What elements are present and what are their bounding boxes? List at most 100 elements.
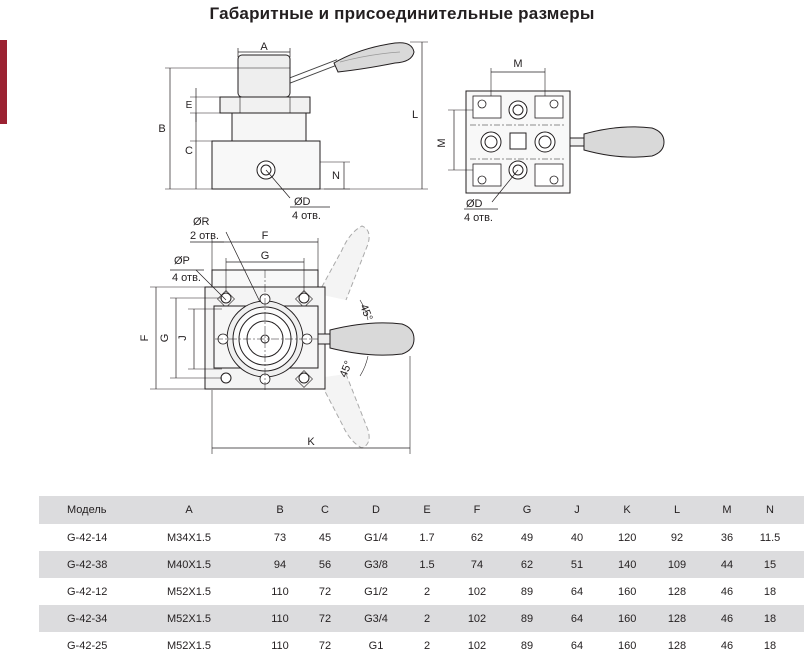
cell: 62 (520, 558, 534, 571)
cell: 1.5 (419, 558, 435, 571)
header-cell: Модель (67, 504, 107, 516)
header-cell: B (276, 504, 284, 516)
cell: G1/2 (364, 585, 388, 598)
cell: 62 (470, 531, 484, 544)
header-cell: K (623, 504, 631, 516)
header-cell: C (321, 504, 329, 516)
cell: 46 (720, 585, 734, 598)
cell: 73 (273, 531, 287, 544)
label-A: A (260, 41, 268, 53)
cell: 89 (520, 639, 534, 652)
cell: M34X1.5 (166, 531, 212, 544)
header-cell: F (473, 504, 481, 516)
label-angle-bottom: 45° (338, 359, 355, 379)
label-diam-R: ØR (193, 216, 210, 228)
dimensions-table: Модель A B C D E F G J K L M N G-42-14 M… (39, 496, 804, 659)
table-row: G-42-38 M40X1.5 94 56 G3/8 1.5 74 62 51 … (39, 551, 804, 578)
cell: G3/8 (364, 558, 388, 571)
label-M-side: M (436, 138, 448, 147)
cell: 64 (570, 639, 584, 652)
cell: 51 (570, 558, 584, 571)
cell: 110 (271, 585, 289, 598)
cell: M52X1.5 (166, 585, 212, 598)
cell: 128 (667, 612, 687, 625)
header-cell: A (185, 504, 193, 516)
cell: 160 (618, 639, 637, 652)
label-angle-top: 45° (357, 303, 374, 323)
label-K: K (307, 436, 315, 448)
label-L: L (412, 109, 418, 121)
cell: G1/4 (364, 531, 388, 544)
cell: 45 (318, 531, 332, 544)
cell: 102 (467, 639, 487, 652)
cell: 64 (570, 585, 584, 598)
label-holes2: 2 отв. (190, 230, 219, 242)
cell: 94 (273, 558, 287, 571)
cell: 109 (667, 558, 687, 571)
cell: 18 (763, 585, 777, 598)
technical-drawing: A B E C N L ØD 4 отв. M M (139, 41, 665, 454)
cell: 2 (423, 612, 431, 625)
cell: 36 (720, 531, 734, 544)
header-cell: G (522, 504, 532, 516)
cell: 102 (467, 585, 487, 598)
header-cell: J (574, 504, 580, 516)
header-cell: L (673, 504, 681, 516)
cell-model: G-42-25 (67, 639, 108, 652)
label-diam-D-2: ØD (466, 198, 483, 210)
header-cell: E (423, 504, 431, 516)
plan-view (150, 225, 415, 454)
label-C: C (185, 145, 193, 157)
cell: 128 (667, 585, 687, 598)
cell: 160 (618, 612, 637, 625)
cell: 120 (618, 531, 637, 544)
cell: 72 (318, 585, 332, 598)
cell: 49 (520, 531, 534, 544)
label-B: B (158, 123, 165, 135)
header-cell: N (766, 504, 774, 516)
cell: 92 (670, 531, 684, 544)
cell: G3/4 (364, 612, 388, 625)
cell: 72 (318, 612, 332, 625)
cell: 74 (470, 558, 484, 571)
label-J: J (177, 335, 189, 341)
table-header-row: Модель A B C D E F G J K L M N (39, 496, 804, 524)
label-G: G (261, 250, 270, 262)
cell: 18 (763, 639, 777, 652)
header-cell: M (722, 504, 732, 516)
label-M: M (513, 58, 522, 70)
label-diam-P: ØP (174, 255, 190, 267)
top-view (448, 68, 665, 210)
cell-model: G-42-34 (67, 612, 108, 625)
cell-model: G-42-38 (67, 558, 108, 571)
page-title: Габаритные и присоединительные размеры (209, 4, 595, 23)
cell: 11.5 (759, 531, 781, 544)
cell: 72 (318, 639, 332, 652)
cell: 2 (423, 639, 431, 652)
label-holes4-3: 4 отв. (172, 272, 201, 284)
cell: 110 (271, 612, 289, 625)
cell: 2 (423, 585, 431, 598)
table-row: G-42-25 M52X1.5 110 72 G1 2 102 89 64 16… (39, 632, 804, 659)
cell: 128 (667, 639, 687, 652)
side-view (165, 41, 428, 208)
label-holes4-1: 4 отв. (292, 210, 321, 222)
table-row: G-42-34 M52X1.5 110 72 G3/4 2 102 89 64 … (39, 605, 804, 632)
label-holes4-2: 4 отв. (464, 212, 493, 224)
cell: 46 (720, 639, 734, 652)
cell: M52X1.5 (166, 639, 212, 652)
cell: 140 (618, 558, 637, 571)
accent-bar (0, 40, 7, 124)
cell: 89 (520, 612, 534, 625)
cell: 64 (570, 612, 584, 625)
cell: 56 (318, 558, 332, 571)
cell: 102 (467, 612, 487, 625)
label-G-side: G (159, 334, 171, 343)
cell-model: G-42-12 (67, 585, 108, 598)
label-diam-D-1: ØD (294, 196, 311, 208)
cell-model: G-42-14 (67, 531, 108, 544)
cell: 160 (618, 585, 637, 598)
cell: 46 (720, 612, 734, 625)
cell: 1.7 (419, 531, 435, 544)
table-row: G-42-14 M34X1.5 73 45 G1/4 1.7 62 49 40 … (39, 524, 804, 551)
